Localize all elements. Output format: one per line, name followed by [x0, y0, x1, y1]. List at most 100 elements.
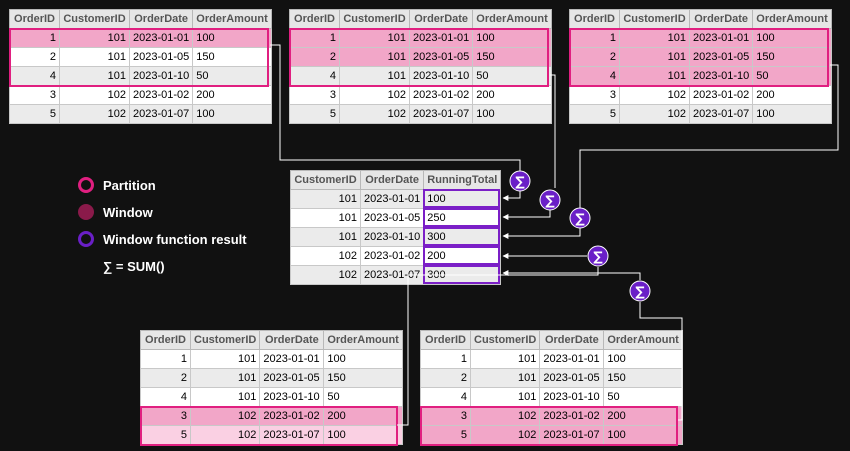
- cell-orderamount: 100: [603, 349, 683, 369]
- cell-orderid: 2: [140, 368, 191, 388]
- cell-runningtotal: 100: [423, 189, 502, 209]
- cell-orderdate: 2023-01-05: [688, 47, 754, 67]
- cell-orderdate: 2023-01-07: [259, 425, 325, 445]
- cell-orderid: 4: [420, 387, 471, 407]
- col-header-orderid: OrderID: [140, 330, 191, 350]
- cell-orderamount: 200: [603, 406, 683, 426]
- cell-orderdate: 2023-01-07: [359, 265, 425, 285]
- table-row: 3 102 2023-01-02 200: [569, 85, 832, 105]
- sigma-label-1: ∑: [515, 175, 525, 190]
- col-header-orderid: OrderID: [9, 9, 60, 29]
- cell-runningtotal: 300: [423, 265, 502, 285]
- cell-orderdate: 2023-01-05: [128, 47, 194, 67]
- col-header-runningtotal: RunningTotal: [423, 170, 502, 190]
- cell-orderid: 1: [140, 349, 191, 369]
- col-header-orderamount: OrderAmount: [472, 9, 552, 29]
- table-row: 102 2023-01-02 200: [290, 246, 502, 266]
- cell-customerid: 102: [469, 425, 541, 445]
- cell-runningtotal: 300: [423, 227, 502, 247]
- legend-result-label: Window function result: [103, 231, 247, 247]
- cell-orderdate: 2023-01-10: [259, 387, 325, 407]
- cell-customerid: 101: [59, 28, 130, 48]
- cell-orderid: 1: [289, 28, 340, 48]
- table-row: 3 102 2023-01-02 200: [289, 85, 552, 105]
- connector-arrow: [502, 210, 551, 220]
- cell-orderdate: 2023-01-02: [359, 246, 425, 266]
- cell-customerid: 102: [59, 85, 130, 105]
- cell-orderdate: 2023-01-05: [259, 368, 325, 388]
- cell-customerid: 101: [59, 47, 130, 67]
- cell-orderdate: 2023-01-10: [359, 227, 425, 247]
- cell-orderid: 2: [9, 47, 60, 67]
- col-header-customerid: CustomerID: [469, 330, 541, 350]
- col-header-orderdate: OrderDate: [688, 9, 754, 29]
- cell-customerid: 102: [189, 425, 261, 445]
- cell-orderid: 5: [9, 104, 60, 124]
- cell-orderdate: 2023-01-01: [259, 349, 325, 369]
- table-row: 3 102 2023-01-02 200: [140, 406, 403, 426]
- cell-orderamount: 200: [752, 85, 832, 105]
- table-row: 4 101 2023-01-10 50: [420, 387, 683, 407]
- partition-swatch-icon: [78, 177, 94, 193]
- cell-orderid: 3: [420, 406, 471, 426]
- cell-customerid: 101: [290, 227, 361, 247]
- cell-orderid: 1: [9, 28, 60, 48]
- cell-orderdate: 2023-01-02: [688, 85, 754, 105]
- col-header-orderamount: OrderAmount: [323, 330, 403, 350]
- cell-orderid: 4: [9, 66, 60, 86]
- connector-arrow: [502, 228, 581, 239]
- col-header-customerid: CustomerID: [189, 330, 261, 350]
- legend-result: Window function result: [78, 231, 247, 247]
- table-row: 1 101 2023-01-01 100: [289, 28, 552, 48]
- cell-orderamount: 200: [323, 406, 403, 426]
- cell-orderid: 5: [420, 425, 471, 445]
- cell-orderid: 3: [569, 85, 620, 105]
- result-swatch-icon: [78, 231, 94, 247]
- table-row: 3 102 2023-01-02 200: [9, 85, 272, 105]
- cell-orderdate: 2023-01-01: [408, 28, 474, 48]
- result-table: CustomerID OrderDate RunningTotal 101 20…: [290, 170, 502, 285]
- cell-customerid: 101: [339, 66, 410, 86]
- table-row: 2 101 2023-01-05 150: [569, 47, 832, 67]
- col-header-orderid: OrderID: [569, 9, 620, 29]
- col-header-orderdate: OrderDate: [408, 9, 474, 29]
- cell-orderdate: 2023-01-07: [688, 104, 754, 124]
- cell-orderamount: 50: [192, 66, 272, 86]
- table-row: 5 102 2023-01-07 100: [140, 425, 403, 445]
- cell-orderdate: 2023-01-05: [539, 368, 605, 388]
- cell-orderid: 3: [140, 406, 191, 426]
- cell-orderamount: 100: [472, 104, 552, 124]
- col-header-orderdate: OrderDate: [259, 330, 325, 350]
- cell-orderamount: 100: [752, 104, 832, 124]
- cell-customerid: 101: [469, 349, 541, 369]
- table-row: 5 102 2023-01-07 100: [569, 104, 832, 124]
- orders-table-top-middle: OrderID CustomerID OrderDate OrderAmount…: [289, 9, 552, 124]
- cell-orderdate: 2023-01-01: [359, 189, 425, 209]
- cell-customerid: 101: [189, 349, 261, 369]
- col-header-orderamount: OrderAmount: [603, 330, 683, 350]
- cell-orderdate: 2023-01-02: [128, 85, 194, 105]
- legend-sum-note: ∑ = SUM(): [103, 259, 165, 274]
- orders-table-bottom-left: OrderID CustomerID OrderDate OrderAmount…: [140, 330, 403, 445]
- cell-orderdate: 2023-01-10: [539, 387, 605, 407]
- cell-customerid: 101: [619, 28, 690, 48]
- cell-orderdate: 2023-01-01: [688, 28, 754, 48]
- cell-orderid: 4: [289, 66, 340, 86]
- cell-customerid: 102: [290, 246, 361, 266]
- table-row: 101 2023-01-01 100: [290, 189, 502, 209]
- legend-window-label: Window: [103, 204, 153, 220]
- connector-arrow: [502, 190, 521, 201]
- col-header-orderamount: OrderAmount: [192, 9, 272, 29]
- table-row: 2 101 2023-01-05 150: [289, 47, 552, 67]
- cell-runningtotal: 250: [423, 208, 502, 228]
- sigma-node-2: [539, 189, 561, 211]
- sigma-node-4: [587, 245, 609, 267]
- table-row: 1 101 2023-01-01 100: [140, 349, 403, 369]
- cell-customerid: 101: [619, 47, 690, 67]
- cell-orderdate: 2023-01-05: [408, 47, 474, 67]
- orders-table-bottom-right: OrderID CustomerID OrderDate OrderAmount…: [420, 330, 683, 445]
- cell-orderid: 3: [9, 85, 60, 105]
- cell-orderdate: 2023-01-01: [539, 349, 605, 369]
- table-row: 2 101 2023-01-05 150: [420, 368, 683, 388]
- cell-customerid: 102: [619, 85, 690, 105]
